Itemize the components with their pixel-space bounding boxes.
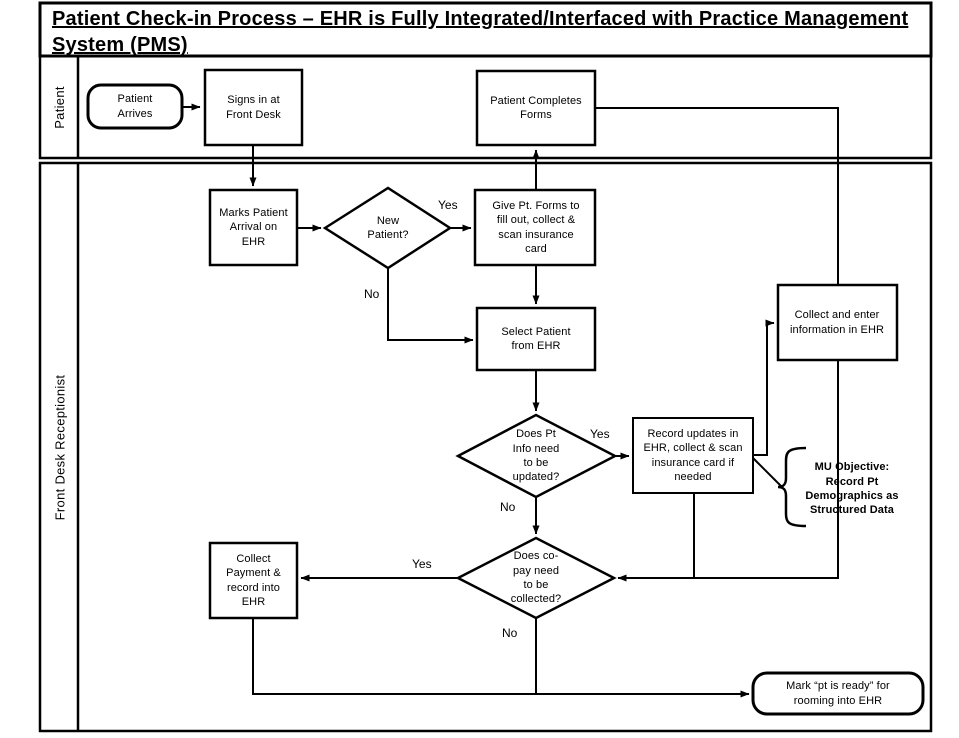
node-pt-info-update: Does Pt Info need to be updated? [512,428,560,484]
edge-label-pt-info-no: No [500,500,516,514]
node-patient-arrives-shape [86,83,184,130]
node-record-updates: Record updates in EHR, collect & scan in… [643,427,743,483]
edge-bottom-to-mark-ready [252,618,750,698]
connectors [182,103,839,698]
edge-label-new-patient-no: No [364,287,380,301]
edge-label-pt-info-yes: Yes [590,427,610,441]
node-collect-payment-shape [208,541,299,620]
node-signs-in-shape [203,68,304,147]
node-copay: Does co-pay need to be collected? [510,550,562,606]
lane-front-desk-border [38,161,933,733]
edge-label-new-patient-yes: Yes [438,198,458,212]
diagram-title: Patient Check-in Process – EHR is Fully … [52,8,909,56]
edge-completes-forms-to-collect-enter [595,107,839,285]
node-select-patient: Select Patient from EHR [501,325,571,352]
edge-collect-enter-to-copay [617,360,839,582]
node-patient-arrives: Patient Arrives [117,93,153,120]
node-marks-arrival: Marks Patient Arrival on EHR [219,207,288,248]
node-marks-arrival-shape [208,188,299,267]
node-copay-shape [455,536,617,620]
edge-record-updates-to-collect-enter [753,319,775,456]
node-collect-payment: Collect Payment & record into EHR [226,552,281,608]
edge-label-copay-no: No [502,626,518,640]
node-record-updates-shape [632,417,754,494]
node-mark-ready: Mark “pt is ready” for rooming into EHR [786,680,890,707]
lane-front-desk-label: Front Desk Receptionist [52,374,67,520]
node-give-forms-shape [473,188,597,267]
node-collect-enter: Collect and enter information in EHR [789,309,885,336]
node-patient-completes-forms-shape [475,69,597,147]
edge-label-copay-yes: Yes [412,557,432,571]
node-collect-enter-shape [776,283,899,362]
node-signs-in: Signs in at Front Desk [226,94,281,121]
mu-objective-brace [777,446,807,528]
lane-patient-label: Patient [52,85,68,129]
node-give-forms: Give Pt. Forms to fill out, collect & sc… [492,199,580,255]
edge-new-patient-no-to-select-patient [387,268,474,344]
lane-front-desk: Front Desk Receptionist [41,163,78,731]
callout-line-mu-objective [752,457,783,488]
node-select-patient-shape [475,306,597,372]
node-patient-completes-forms: Patient Completes Forms [490,94,582,121]
lane-patient: Patient [41,56,78,158]
mu-objective-annotation: MU Objective: Record Pt Demographics as … [805,461,899,517]
node-mark-ready-shape [751,671,925,716]
node-pt-info-update-shape [455,413,618,499]
node-new-patient: New Patient? [367,214,409,241]
node-new-patient-shape [322,186,453,270]
lane-patient-border [38,54,933,160]
